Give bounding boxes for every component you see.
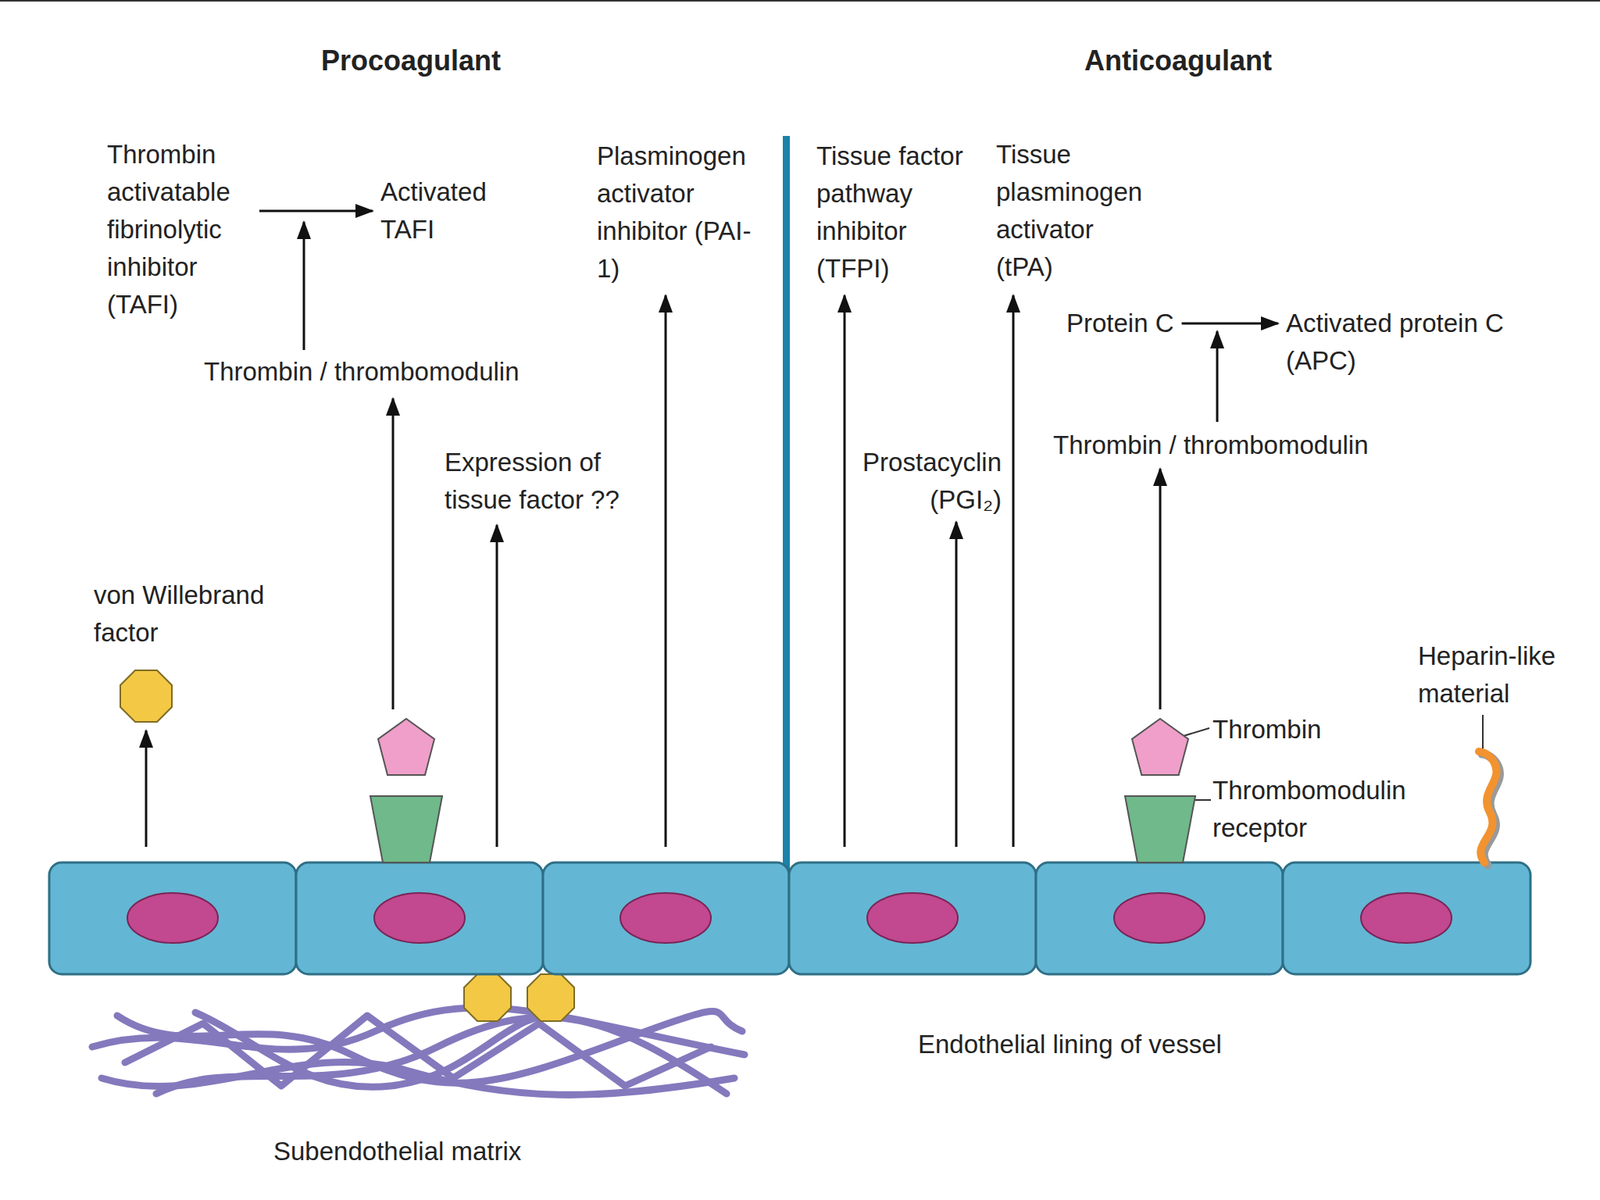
section-heading: Procoagulant: [254, 42, 568, 80]
annotation-label: Heparin-like material: [1417, 637, 1571, 713]
activation-arrow: [303, 221, 306, 350]
release-arrow: [496, 525, 499, 847]
node-label: Thrombin: [1212, 710, 1322, 749]
text-node: Activated TAFI: [380, 173, 514, 249]
endothelial-cell: [296, 862, 543, 975]
release-arrow: [843, 295, 847, 847]
node-text: Protein C: [1066, 304, 1175, 343]
node-text: Activated protein C (APC): [1285, 304, 1536, 380]
leader-line: [1482, 714, 1484, 749]
trapezoid-outline: [1125, 796, 1195, 863]
node-text: Thrombin activatable fibrinolytic inhibi…: [107, 135, 252, 324]
nucleus: [1360, 892, 1452, 943]
endothelial-cell: [49, 862, 297, 975]
text-node: Thrombin activatable fibrinolytic inhibi…: [107, 135, 252, 324]
fibre: [125, 1015, 711, 1086]
trapezoid-shape: [1125, 796, 1196, 863]
annotation-label: Plasminogen activator inhibitor (PAI-1): [596, 137, 754, 288]
connector-arrow: [1159, 468, 1162, 710]
trapezoid-node: Thrombomodulin receptor: [1125, 796, 1195, 863]
node-text: Thrombin / thrombomodulin: [1053, 426, 1369, 465]
endothelial-cell: [1035, 862, 1283, 975]
fibre: [195, 1012, 563, 1087]
endothelial-cell: [789, 862, 1036, 975]
nuclei: [127, 892, 1452, 943]
nucleus: [867, 892, 958, 943]
text-node: Activated protein C (APC): [1285, 304, 1536, 380]
node-text: Activated TAFI: [380, 173, 514, 249]
release-arrow: [955, 521, 958, 847]
top-rule: [0, 0, 1600, 2]
release-arrow: [1012, 295, 1015, 847]
subendothelial-fibres: [92, 1007, 745, 1096]
nucleus: [1114, 892, 1205, 943]
release-arrow: [664, 295, 668, 847]
text-node: Protein C: [1066, 304, 1175, 343]
nucleus: [127, 892, 218, 943]
pentagon-node: Thrombin: [1132, 718, 1189, 775]
annotation-label: Endothelial lining of vessel: [917, 1025, 1222, 1064]
leader-line: [1195, 799, 1211, 801]
vwf-octagon: [527, 974, 575, 1022]
annotation-label: Prostacyclin (PGI₂): [841, 443, 1002, 519]
vwf-octagon: [120, 670, 172, 722]
annotation-label: Tissue factor pathway inhibitor (TFPI): [816, 137, 977, 288]
connector-arrow: [1182, 322, 1279, 325]
node-label: Thrombomodulin receptor: [1212, 771, 1440, 847]
annotation-label: Tissue plasminogen activator (tPA): [996, 135, 1153, 286]
endothelial-cells: [49, 862, 1531, 975]
text-node: Thrombin / thrombomodulin: [1053, 426, 1369, 465]
nucleus: [374, 892, 465, 943]
section-heading: Anticoagulant: [1021, 42, 1335, 80]
connector-arrow: [259, 210, 373, 213]
divider-bar: [782, 135, 790, 871]
release-arrow: [392, 398, 395, 710]
release-arrows: [146, 221, 1218, 847]
heparin-like-squiggle: [1478, 751, 1497, 863]
release-arrow: [145, 730, 148, 847]
thrombin-pentagon: [378, 718, 435, 775]
leader-line: [1183, 728, 1210, 736]
annotation-label: Subendothelial matrix: [273, 1132, 522, 1171]
vwf-octagon: [464, 974, 511, 1022]
endothelial-cell: [542, 862, 790, 975]
pentagon-outline: [1132, 718, 1189, 775]
annotation-label: Expression of tissue factor ??: [444, 443, 633, 519]
thrombomodulin-trapezoid: [370, 796, 443, 863]
endothelial-cell: [1282, 862, 1531, 975]
annotation-label: Thrombin / thrombomodulin: [203, 353, 520, 391]
activation-arrow: [1216, 331, 1219, 422]
annotation-label: von Willebrand factor: [93, 576, 282, 652]
nucleus: [620, 892, 711, 943]
pentagon-shape: [1132, 718, 1189, 775]
